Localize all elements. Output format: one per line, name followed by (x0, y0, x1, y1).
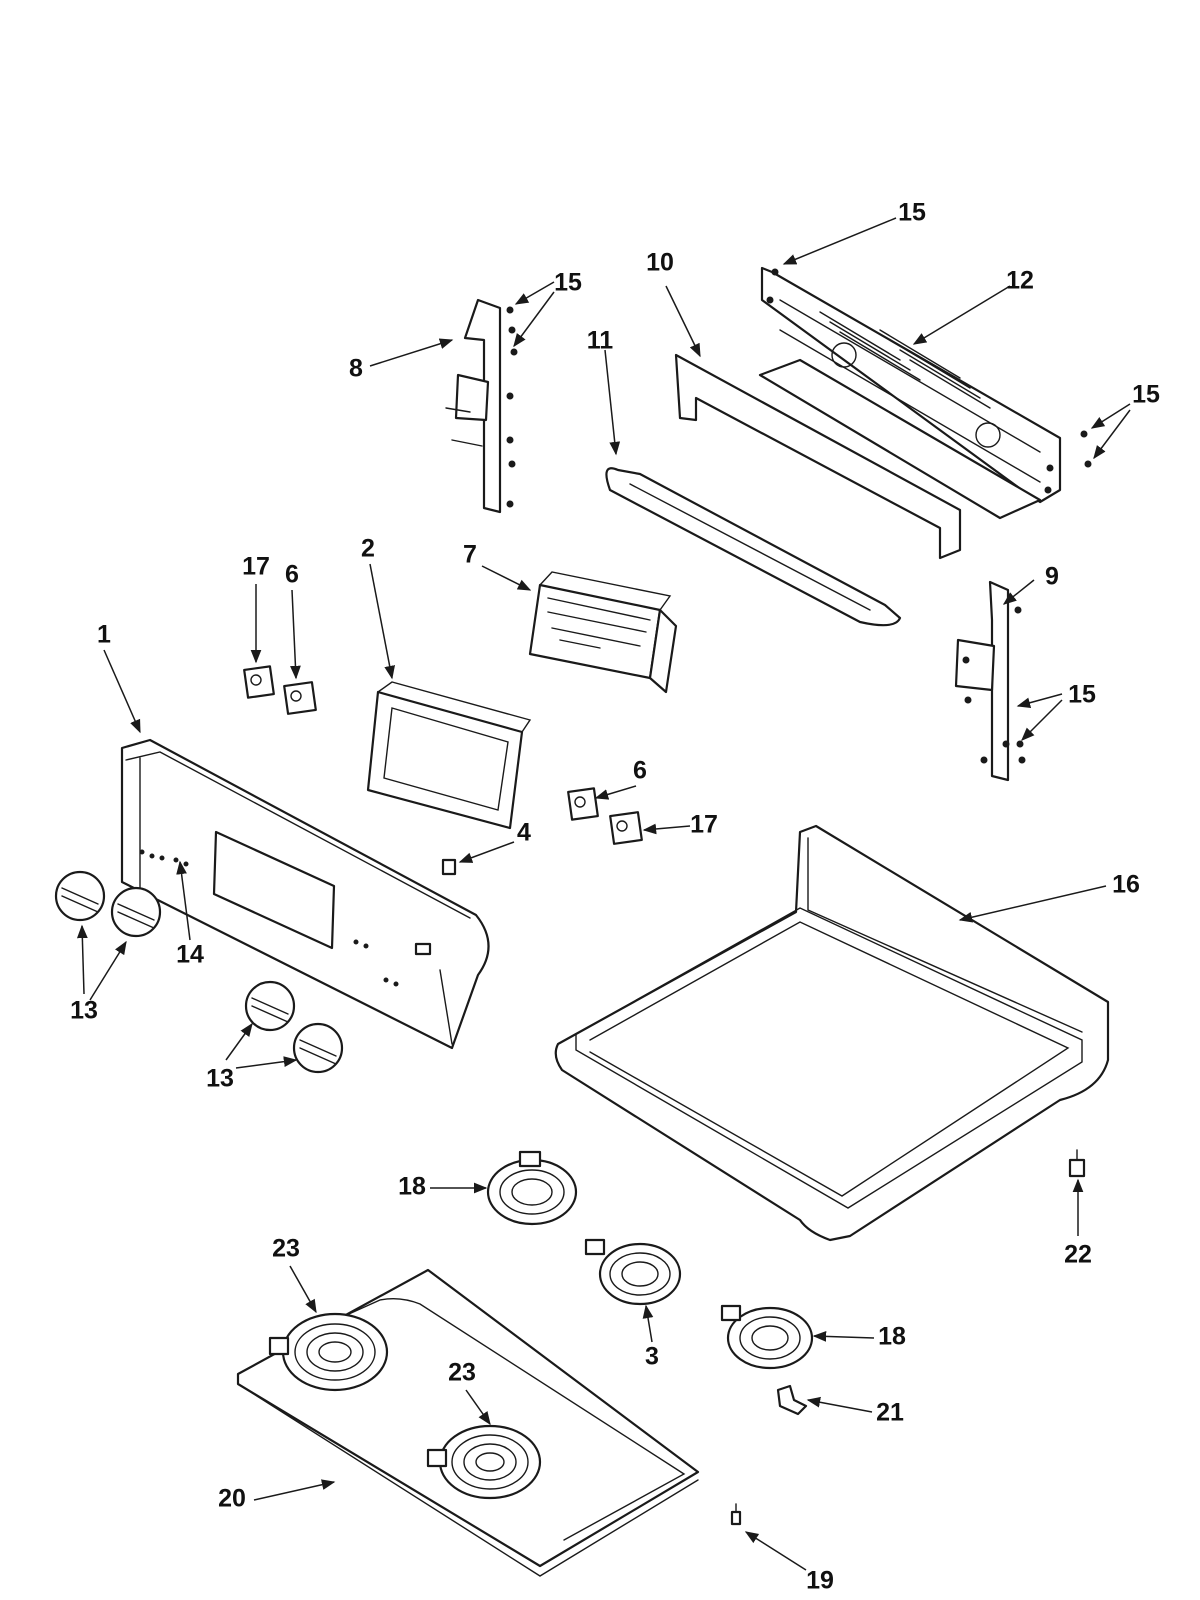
control-panel (120, 738, 490, 1050)
right-end-bracket (954, 580, 1026, 782)
leader-lines (76, 217, 1131, 1571)
label-6: 6 (633, 757, 647, 785)
knob-c (244, 980, 296, 1032)
label-3: 3 (645, 1343, 659, 1371)
knob-a (54, 870, 106, 922)
label-22: 22 (1064, 1241, 1092, 1269)
label-20: 20 (218, 1485, 246, 1513)
burner-23-right (426, 1424, 542, 1500)
label-10: 10 (646, 249, 674, 277)
label-8: 8 (349, 355, 363, 383)
label-13: 13 (206, 1065, 234, 1093)
label-13: 13 (70, 997, 98, 1025)
label-2: 2 (361, 535, 375, 563)
label-18: 18 (398, 1173, 426, 1201)
rear-panel (758, 266, 1062, 520)
burner-3 (584, 1238, 682, 1306)
label-23: 23 (448, 1359, 476, 1387)
label-1: 1 (97, 621, 111, 649)
label-7: 7 (463, 541, 477, 569)
clip-4 (441, 858, 457, 876)
label-12: 12 (1006, 267, 1034, 295)
switch-upper-17 (243, 665, 275, 699)
left-end-bracket (445, 298, 518, 514)
label-9: 9 (1045, 563, 1059, 591)
control-bracket (674, 353, 962, 560)
label-21: 21 (876, 1399, 904, 1427)
label-17: 17 (242, 553, 270, 581)
cooktop-frame (554, 824, 1110, 1242)
label-17: 17 (690, 811, 718, 839)
bracket-21 (776, 1384, 808, 1416)
knob-b (110, 886, 162, 938)
label-11: 11 (587, 327, 614, 355)
label-16: 16 (1112, 871, 1140, 899)
element-tray (236, 1268, 700, 1577)
bumper-22 (1068, 1149, 1086, 1178)
label-15: 15 (554, 269, 582, 297)
label-15: 15 (1068, 681, 1096, 709)
burner-18-lower (720, 1304, 814, 1370)
label-14: 14 (176, 941, 204, 969)
burner-23-left (268, 1312, 389, 1392)
switch-upper-6 (283, 681, 317, 715)
screws-15 (1002, 430, 1092, 748)
part-labels: 15 12 10 11 15 8 15 9 15 7 2 17 6 1 6 17… (70, 199, 1160, 1595)
display-window (366, 681, 532, 830)
label-19: 19 (806, 1567, 834, 1595)
burner-18-upper (486, 1150, 578, 1226)
label-6: 6 (285, 561, 299, 589)
label-4: 4 (517, 819, 531, 847)
label-23: 23 (272, 1235, 300, 1263)
electronic-control (528, 571, 678, 694)
label-15: 15 (1132, 381, 1160, 409)
label-15: 15 (898, 199, 926, 227)
switch-lower-17 (609, 811, 643, 845)
label-18: 18 (878, 1323, 906, 1351)
knob-d (292, 1022, 344, 1074)
trim-strip (605, 467, 902, 627)
switch-lower-6 (567, 787, 599, 821)
screw-19 (730, 1503, 742, 1526)
